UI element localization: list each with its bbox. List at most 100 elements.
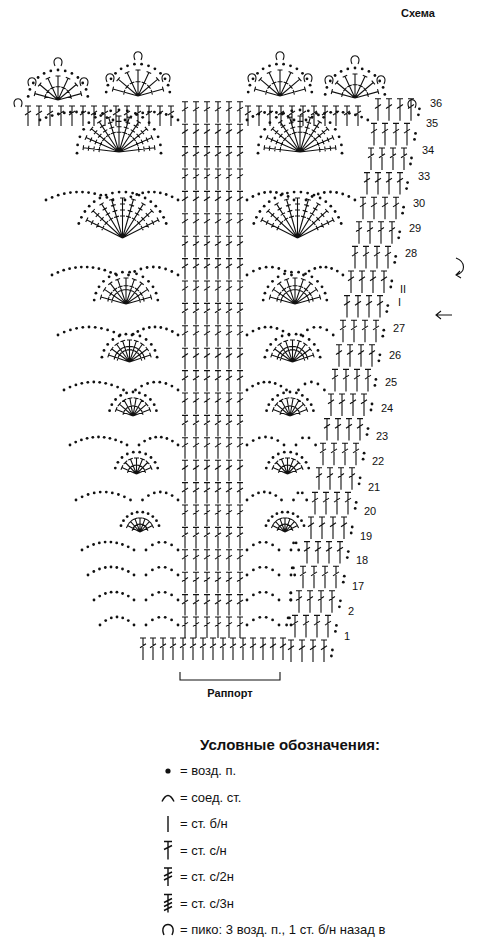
chain-dot (306, 329, 309, 332)
chain-dot (151, 515, 154, 518)
chain-dot (80, 439, 83, 442)
chain-dot (296, 67, 299, 70)
chain-dot (98, 568, 101, 571)
chain-dot (69, 386, 72, 389)
chain-dot (88, 326, 91, 329)
chain-dot (138, 392, 141, 395)
chain-dot (282, 392, 285, 395)
chain-dot (155, 519, 158, 522)
chain-dot (86, 437, 89, 440)
chain-dot (165, 328, 168, 331)
chain-dot (329, 80, 332, 83)
chain-dot (74, 266, 77, 269)
chain-dot (80, 216, 83, 219)
chain-dot (135, 272, 138, 275)
chain-dot (409, 163, 412, 166)
chain-dot (51, 196, 54, 199)
chain-dot (126, 444, 129, 447)
chain-dot (367, 427, 370, 430)
chain-dot (140, 63, 143, 66)
chain-dot (171, 494, 174, 497)
chain-dot (57, 271, 60, 274)
chain-dot (281, 193, 284, 196)
chain-dot (150, 456, 153, 459)
chain-dot (164, 541, 167, 544)
chain-dot (140, 385, 143, 388)
chain-dot (103, 436, 106, 439)
chain-dot (290, 549, 293, 552)
chain-dot (321, 285, 324, 288)
chain-dot (135, 113, 138, 116)
chain-dot (106, 329, 109, 332)
picot-symbol (163, 925, 173, 936)
chain-dot (325, 329, 328, 332)
chain-dot (138, 444, 141, 447)
chain-dot (300, 191, 303, 194)
chain-dot (177, 119, 180, 122)
chain-dot (134, 389, 137, 392)
chain-dot (258, 566, 261, 569)
chain-dot (246, 199, 249, 202)
chain-dot (301, 437, 304, 440)
chain-dot (268, 64, 271, 67)
chain-dot (301, 456, 304, 459)
chain-dot (81, 495, 84, 498)
chain-dot (360, 116, 363, 119)
chain-dot (127, 274, 130, 277)
chain-dot (316, 280, 319, 283)
chain-dot (147, 512, 150, 515)
chain-dot (154, 436, 157, 439)
row-number: 17 (352, 580, 364, 592)
chain-dot (110, 77, 113, 80)
chain-dot (171, 385, 174, 388)
chain-dot (145, 624, 148, 627)
chain-dot (340, 222, 343, 225)
chain-dot (75, 111, 78, 114)
legend-heading: Условные обозначения: (200, 737, 380, 754)
chain-dot (64, 70, 67, 73)
chain-dot (156, 299, 159, 302)
chain-dot (109, 437, 112, 440)
chain-dot (57, 69, 60, 72)
chain-dot (77, 76, 80, 79)
chain-dot (305, 461, 308, 464)
chain-dot (246, 499, 249, 502)
chain-dot (268, 461, 271, 464)
chain-dot (324, 200, 327, 203)
chain-dot (275, 111, 278, 114)
chain-dot (283, 272, 286, 275)
chain-dot (326, 86, 329, 89)
chain-dot (267, 519, 270, 522)
chain-dot (251, 385, 254, 388)
chain-dot (311, 195, 314, 198)
chain-dot (265, 591, 268, 594)
chain-dot (374, 74, 377, 77)
chain-dot (322, 116, 325, 119)
chain-dot (275, 191, 278, 194)
chain-dot (166, 437, 169, 440)
chain-dot (88, 205, 91, 208)
chain-dot (171, 330, 174, 333)
chain-dot (336, 111, 339, 114)
chain-dot (288, 334, 291, 337)
chain-dot (135, 193, 138, 196)
chain-dot (69, 191, 72, 194)
chain-dot (93, 599, 96, 602)
chain-dot (305, 499, 308, 502)
chain-dot (263, 491, 266, 494)
chain-dot (343, 575, 346, 578)
chain-dot (264, 326, 267, 329)
chain-dot (140, 268, 143, 271)
chain-dot (398, 230, 401, 233)
chain-dot (319, 197, 322, 200)
chain-dot (110, 617, 113, 620)
chain-dot (290, 624, 293, 627)
chain-dot (69, 329, 72, 332)
chain-dot (98, 381, 101, 384)
chain-dot (366, 433, 369, 436)
chain-dot (290, 592, 293, 595)
chain-dot (51, 114, 54, 117)
chain-dot (168, 91, 171, 94)
chain-dot (347, 195, 350, 198)
chain-dot (92, 570, 95, 573)
